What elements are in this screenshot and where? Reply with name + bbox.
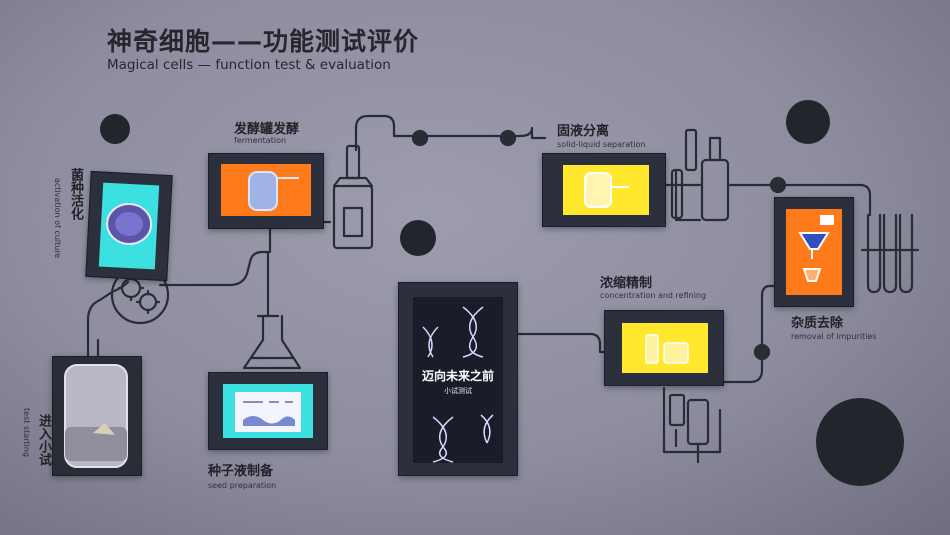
center-screen-subtitle: 小试测试: [413, 386, 503, 396]
fermentation-label-en: fermentation: [234, 136, 286, 145]
activation-label: 菌种活化: [66, 168, 85, 220]
separation-display: [563, 165, 649, 215]
fermentation-label: 发酵罐发酵: [234, 118, 299, 137]
test-label: 进入小试: [34, 414, 53, 466]
separation-screen[interactable]: [542, 153, 666, 227]
fermentation-screen[interactable]: [208, 153, 324, 229]
impurities-display: [786, 209, 842, 295]
page-subtitle: Magical cells — function test & evaluati…: [107, 57, 391, 73]
center-screen-title: 迈向未来之前: [413, 367, 503, 384]
seed-label-en: seed preparation: [208, 481, 276, 490]
concentration-label-en: concentration and refining: [600, 291, 706, 300]
evaporator-icon: [622, 323, 708, 373]
concentration-display: [622, 323, 708, 373]
fermentation-display: [221, 164, 311, 216]
impurities-label-en: removal of impurities: [791, 332, 877, 341]
funnel-icon: [786, 209, 842, 295]
impurities-screen[interactable]: [774, 197, 854, 307]
separation-label-en: solid-liquid separation: [557, 140, 646, 149]
center-display: 迈向未来之前 小试测试: [413, 297, 503, 463]
bioreactor-tank-icon: [53, 357, 141, 475]
center-screen[interactable]: 迈向未来之前 小试测试: [398, 282, 518, 476]
activation-screen[interactable]: [85, 171, 172, 281]
page-title: 神奇细胞——功能测试评价: [107, 22, 419, 58]
activation-label-en: activation of culture: [53, 178, 62, 258]
impurities-label: 杂质去除: [791, 312, 843, 331]
seed-display: [223, 384, 313, 438]
fermentation-tank-icon: [221, 164, 311, 216]
concentration-label: 浓缩精制: [600, 272, 652, 291]
decor-dot: [816, 398, 904, 486]
seed-chart-icon: [223, 384, 313, 438]
test-label-en: test starting: [22, 408, 31, 457]
seed-label: 种子液制备: [208, 460, 273, 479]
decor-dot: [100, 114, 130, 144]
decor-dot: [400, 220, 436, 256]
separator-icon: [563, 165, 649, 215]
activation-display: [99, 183, 159, 270]
concentration-screen[interactable]: [604, 310, 724, 386]
test-tank-panel[interactable]: [52, 356, 142, 476]
petri-dish-icon: [99, 183, 159, 270]
decor-dot: [786, 100, 830, 144]
seed-screen[interactable]: [208, 372, 328, 450]
separation-label: 固液分离: [557, 120, 609, 139]
